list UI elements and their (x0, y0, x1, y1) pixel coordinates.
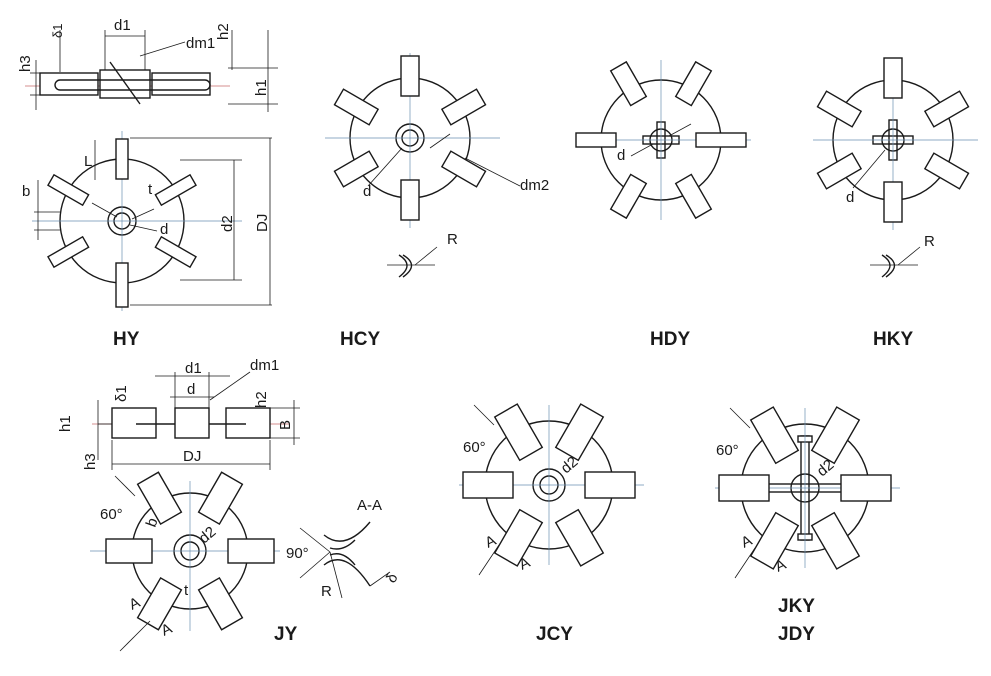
hky-label-R: R (924, 233, 935, 250)
jky-plan-view (715, 406, 900, 579)
hy-label-L: L (84, 153, 92, 170)
jy-title: JY (274, 624, 298, 645)
section-a-a-view (299, 521, 391, 599)
section-label-90: 90° (286, 545, 309, 562)
jy-label-d: d (187, 381, 195, 398)
hky-plan-view (813, 57, 978, 230)
hdy-plan-view (575, 60, 751, 220)
hcy-blade-section (387, 246, 438, 278)
jy-label-A2: A (159, 620, 175, 640)
jy-label-60: 60° (100, 506, 123, 523)
jcy-plan-view (459, 403, 644, 576)
hy-side-view (25, 30, 278, 112)
hdy-title: HDY (650, 329, 690, 350)
hcy-label-dm2: dm2 (520, 177, 549, 194)
section-label-R: R (321, 583, 332, 600)
jdy-title: JDY (778, 624, 815, 645)
jy-label-B: B (277, 420, 294, 430)
jy-label-h3: h3 (82, 453, 99, 470)
hy-label-h3: h3 (17, 55, 34, 72)
hky-title: HKY (873, 329, 913, 350)
jcy-title: JCY (536, 624, 573, 645)
hy-label-h2: h2 (215, 23, 232, 40)
jy-plan-view (90, 471, 280, 652)
hcy-title: HCY (340, 329, 380, 350)
hy-label-DJ: DJ (254, 214, 271, 232)
hy-label-h1: h1 (253, 79, 270, 96)
hy-label-d: d (160, 221, 168, 238)
jky-title: JKY (778, 596, 815, 617)
jky-label-60: 60° (716, 442, 739, 459)
hcy-label-d: d (363, 183, 371, 200)
jy-label-dm1: dm1 (250, 357, 279, 374)
jy-label-d2: d2 (196, 523, 220, 547)
jy-label-t: t (184, 582, 189, 599)
hky-blade-section (870, 246, 921, 278)
jcy-label-60: 60° (463, 439, 486, 456)
jy-label-h2: h2 (253, 391, 270, 408)
hy-label-dm1: dm1 (186, 35, 215, 52)
section-label-delta: δ (383, 570, 402, 586)
hy-label-d1: d1 (114, 17, 131, 34)
hcy-plan-view (325, 53, 521, 228)
jy-label-DJ: DJ (183, 448, 201, 465)
hy-title: HY (113, 329, 140, 350)
section-a-a-label: A-A (357, 497, 382, 514)
hcy-label-R: R (447, 231, 458, 248)
hy-label-t: t (148, 181, 153, 198)
jy-label-h1: h1 (57, 415, 74, 432)
hdy-label-d: d (617, 147, 625, 164)
jy-label-A1: A (127, 594, 143, 614)
hy-plan-dimensions (34, 137, 272, 306)
hy-label-delta1: δ1 (50, 24, 65, 38)
jy-label-delta1: δ1 (113, 385, 130, 402)
jcy-label-A2: A (517, 554, 533, 574)
hy-label-d2: d2 (219, 215, 236, 232)
jky-label-A2: A (773, 556, 789, 576)
hy-plan-view (32, 131, 242, 311)
jky-label-A1: A (739, 532, 755, 552)
hky-label-d: d (846, 189, 854, 206)
jy-side-view (92, 371, 300, 470)
hy-label-b: b (22, 183, 30, 200)
jy-label-d1: d1 (185, 360, 202, 377)
